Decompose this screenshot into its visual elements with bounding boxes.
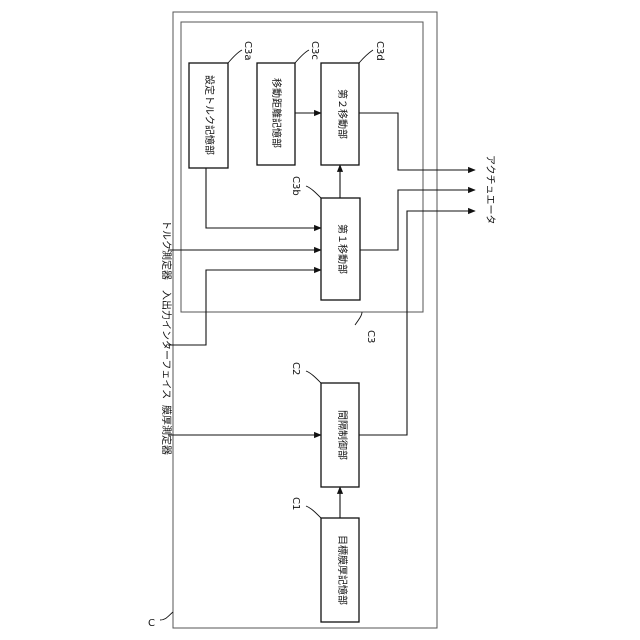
film-thickness-meter-label: 膜厚測定器 <box>160 405 173 455</box>
first-moving-section-leader <box>306 186 321 198</box>
gap-control-section-label: 間隔制御部 <box>336 410 349 460</box>
target-film-thickness-storage-ref: C1 <box>290 497 301 510</box>
controller-frame-label: C <box>148 618 155 629</box>
target-film-thickness-storage-block: 目標膜厚記憶部 <box>321 518 359 622</box>
torque-control-frame-label: C3 <box>365 330 376 343</box>
setting-torque-to-first-moving-arrow <box>206 168 321 228</box>
torque-control-frame-leader <box>355 312 362 325</box>
movement-distance-storage-leader <box>295 50 309 63</box>
target-film-thickness-storage-label: 目標膜厚記憶部 <box>336 535 349 605</box>
gap-control-section-ref: C2 <box>290 362 301 375</box>
movement-distance-storage-label: 移動距離記憶部 <box>270 78 283 148</box>
gap-control-section-leader <box>306 371 321 383</box>
movement-distance-storage-block: 移動距離記憶部 <box>257 63 295 165</box>
actuator-label: アクチュエータ <box>484 155 496 225</box>
io-interface-input-arrow <box>168 270 321 345</box>
second-moving-output-arrow <box>359 113 475 170</box>
gap-control-output-arrow <box>359 211 475 435</box>
first-moving-section-label: 第１移動部 <box>336 224 349 274</box>
gap-control-section-block: 間隔制御部 <box>321 383 359 487</box>
second-moving-section-block: 第２移動部 <box>321 63 359 165</box>
second-moving-section-label: 第２移動部 <box>336 89 349 139</box>
setting-torque-storage-label: 設定トルク記憶部 <box>203 75 216 155</box>
first-moving-section-block: 第１移動部 <box>321 198 360 300</box>
setting-torque-storage-block: 設定トルク記憶部 <box>189 63 228 168</box>
first-moving-section-ref: C3b <box>290 176 301 196</box>
setting-torque-storage-leader <box>228 50 242 63</box>
target-film-thickness-storage-leader <box>306 506 321 518</box>
controller-frame-leader <box>160 612 173 620</box>
movement-distance-storage-ref: C3c <box>309 41 320 60</box>
setting-torque-storage-ref: C3a <box>242 41 253 60</box>
first-moving-output-arrow <box>360 190 475 250</box>
second-moving-section-leader <box>359 50 373 63</box>
second-moving-section-ref: C3d <box>374 41 385 61</box>
